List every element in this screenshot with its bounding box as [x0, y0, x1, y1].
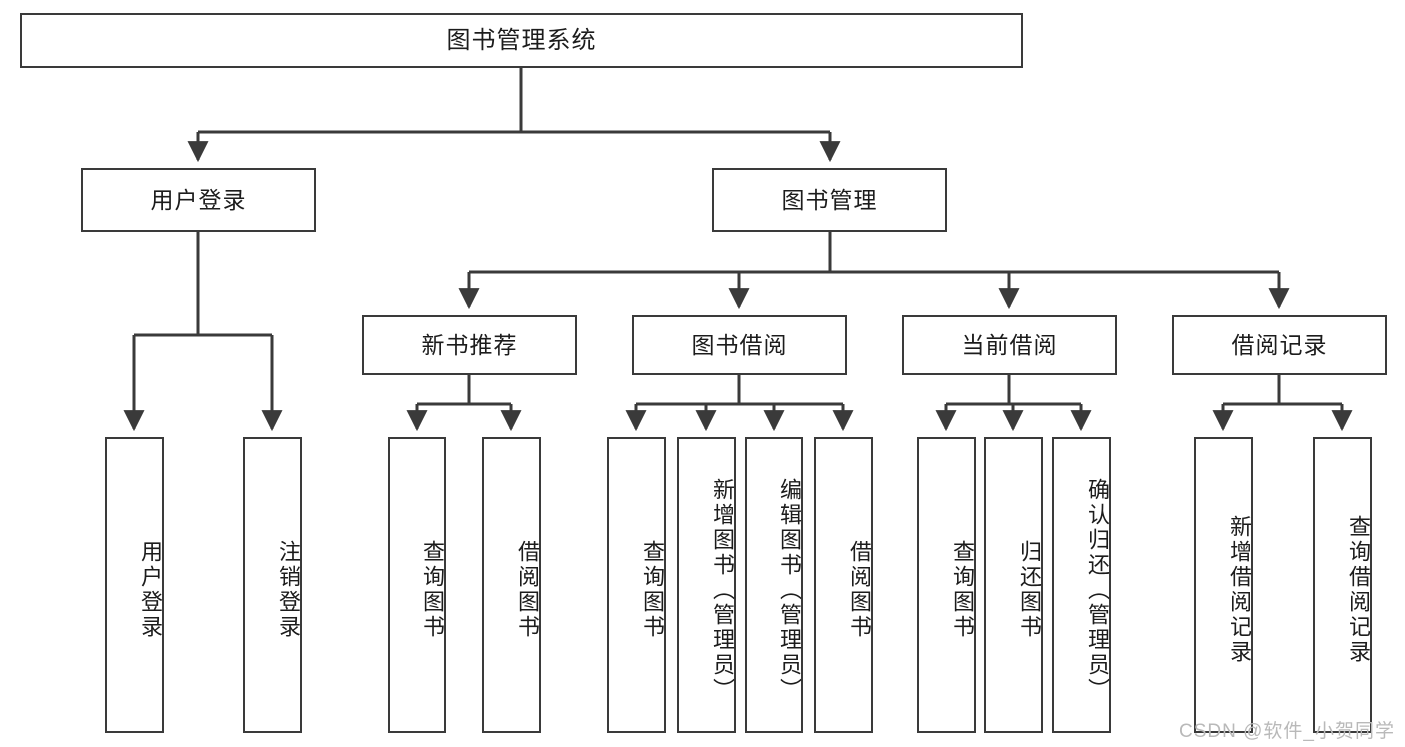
- node-user-login[interactable]: 用户登录: [81, 168, 316, 232]
- leaf-confirm-return-admin[interactable]: 确认归还（管理员）: [1052, 437, 1111, 733]
- node-current-borrow[interactable]: 当前借阅: [902, 315, 1117, 375]
- node-borrow-record[interactable]: 借阅记录: [1172, 315, 1387, 375]
- leaf-add-borrow-record[interactable]: 新增借阅记录: [1194, 437, 1253, 733]
- node-new-book-recommend[interactable]: 新书推荐: [362, 315, 577, 375]
- csdn-watermark: CSDN @软件_小贺同学: [1179, 721, 1395, 742]
- leaf-user-login[interactable]: 用户登录: [105, 437, 164, 733]
- leaf-query-book-bb[interactable]: 查询图书: [607, 437, 666, 733]
- leaf-borrow-book-bb[interactable]: 借阅图书: [814, 437, 873, 733]
- leaf-query-borrow-record[interactable]: 查询借阅记录: [1313, 437, 1372, 733]
- leaf-edit-book-admin[interactable]: 编辑图书（管理员）: [745, 437, 803, 733]
- leaf-logout[interactable]: 注销登录: [243, 437, 302, 733]
- node-book-management[interactable]: 图书管理: [712, 168, 947, 232]
- leaf-query-book-nbr[interactable]: 查询图书: [388, 437, 446, 733]
- node-root[interactable]: 图书管理系统: [20, 13, 1023, 68]
- leaf-query-book-cb[interactable]: 查询图书: [917, 437, 976, 733]
- leaf-add-book-admin[interactable]: 新增图书（管理员）: [677, 437, 736, 733]
- leaf-return-book[interactable]: 归还图书: [984, 437, 1043, 733]
- node-book-borrow[interactable]: 图书借阅: [632, 315, 847, 375]
- leaf-borrow-book-nbr[interactable]: 借阅图书: [482, 437, 541, 733]
